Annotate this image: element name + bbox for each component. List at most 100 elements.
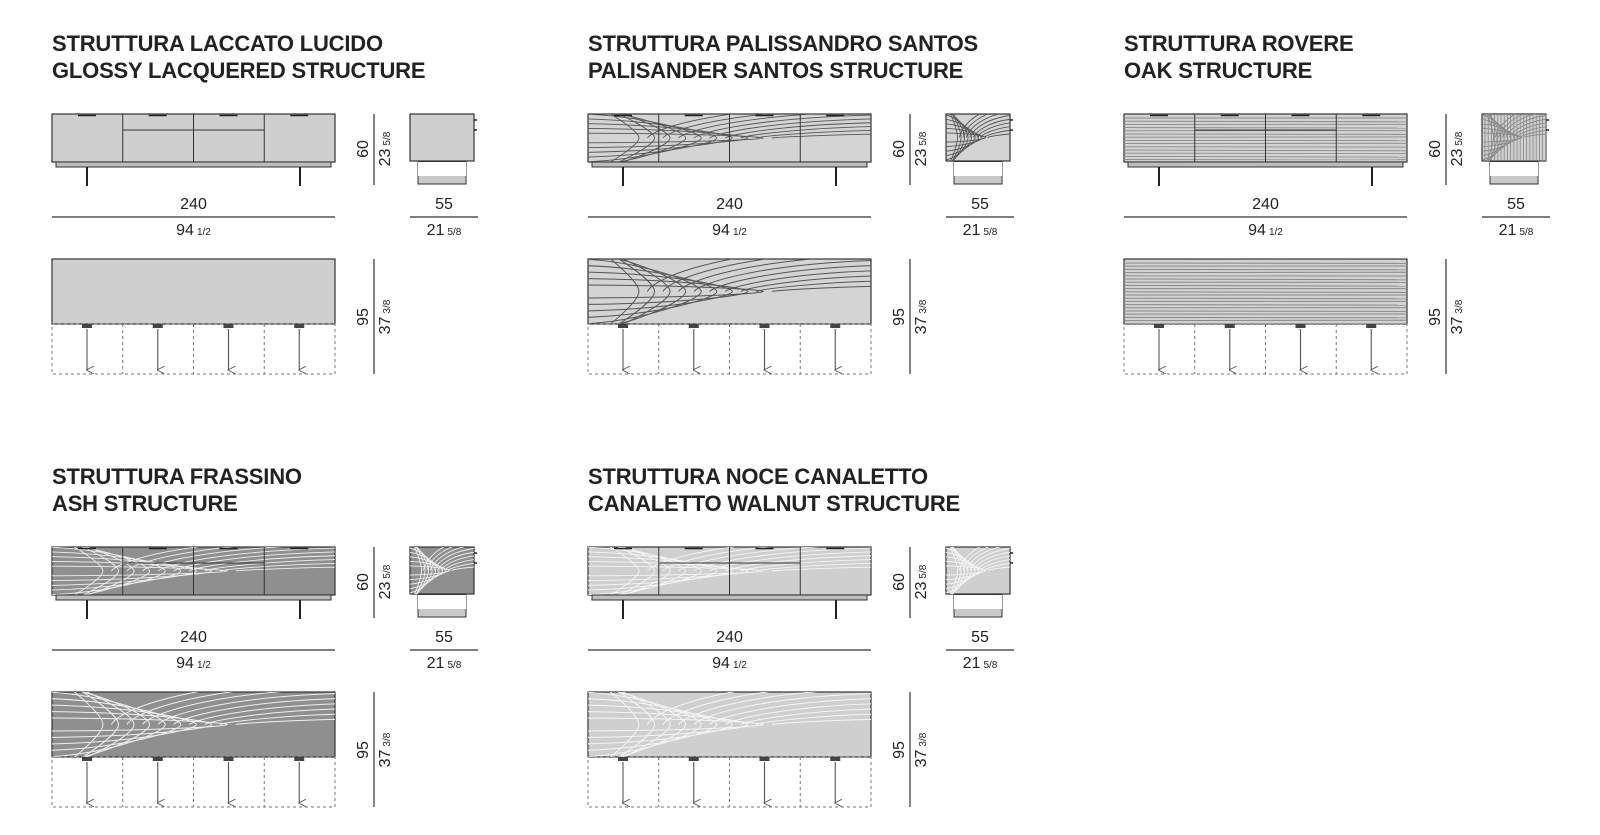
width-in-frac: 1/2 xyxy=(733,227,747,238)
handle-plan xyxy=(294,324,305,328)
grain-line xyxy=(1124,297,1407,300)
grain-curve xyxy=(693,547,871,572)
side-view xyxy=(945,113,1013,185)
panel-title-it: STRUTTURA PALISSANDRO SANTOS xyxy=(588,31,978,56)
grain-curve xyxy=(969,548,1010,571)
grain-curve xyxy=(81,692,120,757)
grain-curve xyxy=(142,547,284,572)
grain-curve xyxy=(756,280,871,292)
grain-curve xyxy=(416,547,430,594)
grain-curve xyxy=(433,548,474,571)
grain-curve xyxy=(1487,114,1498,161)
panel-title-en: OAK STRUCTURE xyxy=(1124,58,1312,83)
top-view xyxy=(51,258,336,375)
panel-title-it: STRUTTURA NOCE CANALETTO xyxy=(588,464,928,489)
side-base-gap xyxy=(418,595,466,609)
grain-curve xyxy=(662,692,770,725)
height-in-whole: 23 xyxy=(377,581,394,599)
grain-curve xyxy=(756,713,871,725)
grain-curve xyxy=(952,547,966,594)
top-depth-in-label: 373/8 xyxy=(913,299,930,334)
grain-curve xyxy=(85,692,135,757)
grain-curve xyxy=(771,718,871,725)
height-in-label: 235/8 xyxy=(377,564,394,599)
grain-curve xyxy=(617,259,656,324)
grain-curve xyxy=(724,703,871,725)
grain-curve xyxy=(946,552,976,589)
side-handle xyxy=(1010,552,1013,564)
grain-curve xyxy=(188,703,335,725)
height-cm-label: 60 xyxy=(891,140,908,158)
side-handle xyxy=(1010,119,1013,131)
grain-curve xyxy=(588,565,764,577)
height-in-whole: 23 xyxy=(1449,148,1466,166)
grain-curve xyxy=(1494,114,1517,138)
grain-curve xyxy=(157,547,335,572)
grain-curve xyxy=(204,708,335,725)
grain-curve xyxy=(950,547,958,594)
side-view xyxy=(409,113,477,185)
grain-curve xyxy=(621,114,671,162)
wood-grain xyxy=(52,547,335,595)
width-in-whole: 94 xyxy=(1248,222,1266,239)
grain-curve xyxy=(1498,114,1526,138)
grain-curve xyxy=(951,114,962,161)
grain-curve xyxy=(609,114,640,162)
side-base-gap xyxy=(954,162,1002,176)
handle-plan xyxy=(1295,324,1306,328)
side-body xyxy=(409,113,475,162)
grain-curve xyxy=(621,692,671,757)
grain-curve xyxy=(966,114,1002,138)
grain-curve xyxy=(173,698,335,725)
height-in-frac: 5/8 xyxy=(382,564,393,578)
handle-plan xyxy=(82,757,92,761)
grain-curve xyxy=(969,115,1010,138)
grain-curve xyxy=(451,566,474,571)
grain-curve xyxy=(588,278,749,305)
handle-plan xyxy=(1366,324,1377,328)
grain-curve xyxy=(1486,114,1494,161)
grain-curve xyxy=(588,717,764,732)
grain-curve xyxy=(724,270,871,292)
depth-cm-label: 55 xyxy=(435,196,453,213)
front-view xyxy=(587,113,872,186)
grain-curve xyxy=(983,562,1010,571)
height-in-label: 235/8 xyxy=(913,131,930,166)
handle-plan xyxy=(688,324,699,328)
top-depth-in-frac: 3/8 xyxy=(382,732,393,746)
height-cm-label: 60 xyxy=(355,140,372,158)
side-handle xyxy=(474,119,477,131)
panel-title-it: STRUTTURA LACCATO LUCIDO xyxy=(52,31,383,56)
grain-curve xyxy=(740,126,871,139)
side-view xyxy=(945,546,1013,618)
depth-in-frac: 5/8 xyxy=(447,660,461,671)
grain-curve xyxy=(678,114,820,139)
grain-curve xyxy=(110,692,199,725)
top-depth-in-whole: 37 xyxy=(1449,316,1466,334)
wood-grain xyxy=(588,692,871,757)
grain-curve xyxy=(410,552,440,589)
width-cm-label: 240 xyxy=(180,196,207,213)
handle-plan xyxy=(618,757,628,761)
handle-plan xyxy=(223,757,234,761)
grain-curve xyxy=(588,692,702,757)
wood-grain xyxy=(1482,114,1546,161)
top-depth-in-whole: 37 xyxy=(377,316,394,334)
grain-curve xyxy=(646,259,735,292)
depth-in-whole: 21 xyxy=(427,222,445,239)
side-handle xyxy=(1546,119,1549,131)
grain-curve xyxy=(958,547,981,571)
grain-curve xyxy=(52,692,166,757)
grain-curve xyxy=(709,551,871,572)
grain-curve xyxy=(662,114,771,139)
top-depth-in-label: 373/8 xyxy=(377,732,394,767)
grain-curve xyxy=(426,547,454,571)
top-depth-cm-label: 95 xyxy=(355,308,372,326)
grain-curve xyxy=(588,128,749,148)
depth-in-frac: 5/8 xyxy=(983,227,997,238)
grain-curve xyxy=(220,562,335,572)
